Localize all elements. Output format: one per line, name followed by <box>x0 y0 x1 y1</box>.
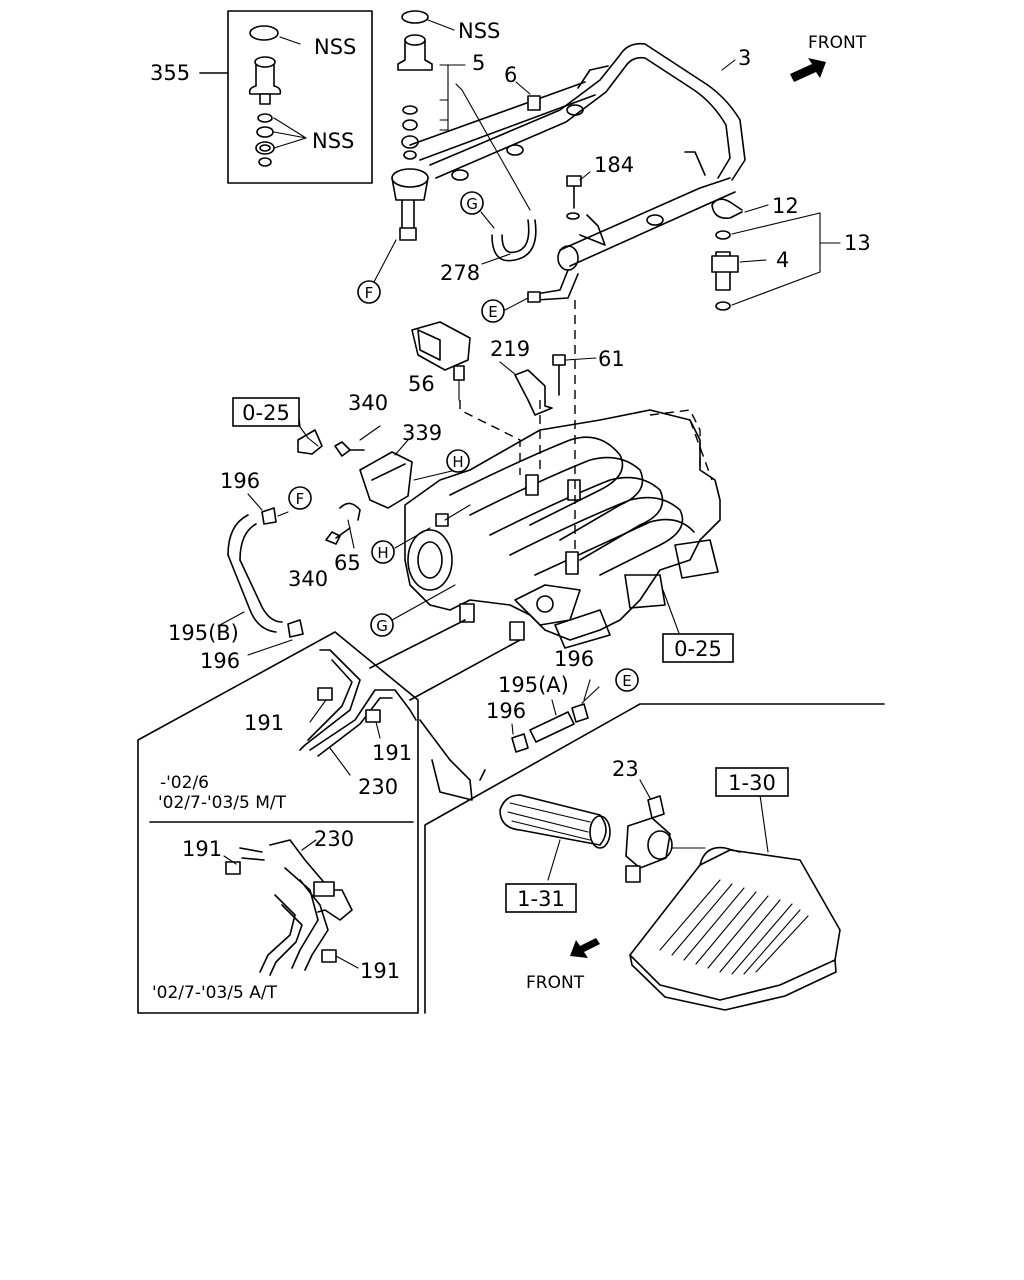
part-195a-hose <box>511 679 591 753</box>
callout-e-upper: E <box>481 299 505 323</box>
ref-label: 1-31 <box>517 887 565 911</box>
callout-letter: G <box>466 195 478 213</box>
part-230-pipe-at <box>223 839 359 976</box>
callout-g-upper: G <box>460 191 484 215</box>
label-56: 56 <box>408 372 435 396</box>
label-191-b: 191 <box>372 741 412 765</box>
label-196-c: 196 <box>554 647 594 671</box>
label-23: 23 <box>612 757 639 781</box>
part-195b-hose <box>217 493 304 656</box>
label-4: 4 <box>776 248 789 272</box>
callout-letter: E <box>622 672 631 690</box>
label-nss-top: NSS <box>458 19 500 43</box>
front-arrow-top <box>790 58 826 82</box>
label-195b: 195(B) <box>168 621 239 645</box>
note-mt-line2: '02/7-'03/5 M/T <box>158 793 287 813</box>
ref-box-1-31: 1-31 <box>505 883 577 913</box>
callout-f-upper: F <box>357 280 381 304</box>
fuel-rail-3 <box>409 42 746 311</box>
callout-h-upper: H <box>446 449 470 473</box>
part-278-hose <box>455 83 537 265</box>
inset-355 <box>199 10 373 184</box>
label-leaders <box>297 59 736 704</box>
label-196-a: 196 <box>220 469 260 493</box>
front-arrow-bottom <box>570 938 600 958</box>
part-5-regulator <box>373 10 466 283</box>
part-56-sensor <box>411 321 471 401</box>
label-230-mt: 230 <box>358 775 398 799</box>
label-5: 5 <box>472 51 485 75</box>
label-355: 355 <box>150 61 190 85</box>
callout-letter: F <box>296 490 305 508</box>
ref-box-0-25-lower: 0-25 <box>662 633 734 663</box>
label-191-d: 191 <box>360 959 400 983</box>
callout-e-lower: E <box>615 668 639 692</box>
part-184-bolt <box>566 171 591 220</box>
part-61-bolt <box>552 354 597 396</box>
intake-manifold <box>404 409 721 649</box>
label-65: 65 <box>334 551 361 575</box>
part-230-pipe-mt <box>299 619 521 801</box>
callout-letter: F <box>365 284 374 302</box>
ref-box-1-30: 1-30 <box>715 767 789 797</box>
label-219: 219 <box>490 337 530 361</box>
label-340-lower: 340 <box>288 567 328 591</box>
label-195a: 195(A) <box>498 673 569 697</box>
label-191-c: 191 <box>182 837 222 861</box>
part-339-bracket <box>294 419 413 549</box>
front-label-top: FRONT <box>808 33 867 53</box>
part-6-plug <box>515 81 541 111</box>
callout-letter: E <box>488 303 497 321</box>
callout-g-lower: G <box>370 613 394 637</box>
part-23-sensor <box>625 779 706 883</box>
ref-label: 0-25 <box>242 401 290 425</box>
note-at: '02/7-'03/5 A/T <box>152 983 278 1003</box>
label-339: 339 <box>402 421 442 445</box>
part-13-injector-set <box>711 198 841 311</box>
label-340-upper: 340 <box>348 391 388 415</box>
label-6: 6 <box>504 63 517 87</box>
label-3: 3 <box>738 46 751 70</box>
label-nss-inset-2: NSS <box>312 129 354 153</box>
label-61: 61 <box>598 347 625 371</box>
callout-h-lower: H <box>371 540 395 564</box>
callout-f-lower: F <box>288 486 312 510</box>
label-278: 278 <box>440 261 480 285</box>
ref-box-0-25-upper: 0-25 <box>232 397 300 427</box>
label-184: 184 <box>594 153 634 177</box>
inset-frame-lower-left <box>137 631 885 1014</box>
label-230-at: 230 <box>314 827 354 851</box>
air-cleaner-1-30 <box>629 794 841 1011</box>
label-191-a: 191 <box>244 711 284 735</box>
assembly-leader-lines <box>459 300 576 552</box>
ref-label: 1-30 <box>728 771 776 795</box>
front-label-bottom: FRONT <box>526 973 585 993</box>
label-13: 13 <box>844 231 871 255</box>
air-intake-hose-1-31 <box>499 794 611 881</box>
ref-label: 0-25 <box>674 637 722 661</box>
label-nss-inset-1: NSS <box>314 35 356 59</box>
part-number-labels: 355 NSS NSS NSS 5 6 3 184 12 13 4 278 21… <box>150 19 871 983</box>
label-196-b: 196 <box>200 649 240 673</box>
note-mt-line1: -'02/6 <box>160 773 209 793</box>
part-219-bracket <box>499 361 553 416</box>
callout-letter: H <box>452 453 463 471</box>
label-12: 12 <box>772 194 799 218</box>
label-196-d: 196 <box>486 699 526 723</box>
callout-letter: G <box>376 617 388 635</box>
callout-letter: H <box>377 544 388 562</box>
